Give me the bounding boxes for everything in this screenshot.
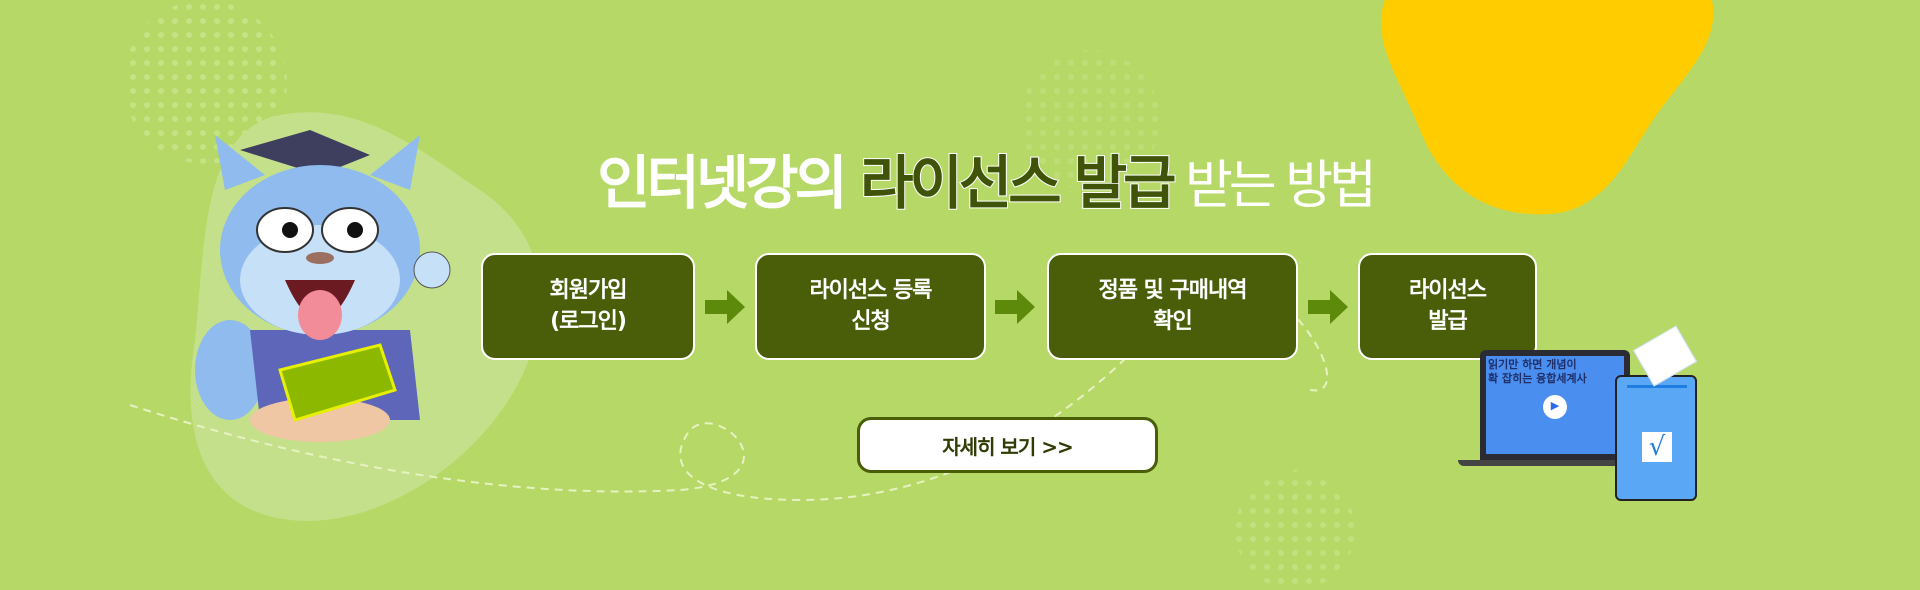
- video-title-line1: 읽기만 하면 개념이: [1488, 358, 1577, 371]
- step-license-request: 라이선스 등록 신청: [755, 253, 986, 360]
- yellow-blob: [1380, 0, 1714, 215]
- video-title-line2: 확 잡히는 융합세계사: [1488, 372, 1587, 386]
- step-license-issue: 라이선스 발급: [1358, 253, 1537, 360]
- laptop-screen: 읽기만 하면 개념이 확 잡히는 융합세계사 ▶: [1480, 350, 1630, 460]
- ballot-box-illustration: √: [1615, 375, 1697, 501]
- check-icon: √: [1642, 432, 1672, 462]
- laptop-illustration: 읽기만 하면 개념이 확 잡히는 융합세계사 ▶: [1458, 350, 1642, 468]
- play-icon[interactable]: ▶: [1543, 394, 1567, 419]
- dotted-circle: [1020, 50, 1160, 190]
- page-title: 인터넷강의 라이선스 발급 받는 방법: [0, 136, 1920, 220]
- arrow-right-icon: [1308, 290, 1348, 324]
- dotted-circle: [1235, 470, 1355, 590]
- title-suffix: 받는 방법: [1172, 156, 1377, 216]
- see-more-button[interactable]: 자세히 보기 >>: [857, 417, 1158, 473]
- arrow-right-icon: [995, 290, 1035, 324]
- title-text: 인터넷강의: [597, 149, 861, 217]
- arrow-right-icon: [705, 290, 745, 324]
- title-highlight: 라이선스 발급: [859, 148, 1177, 218]
- cat-mascot-illustration: [195, 130, 451, 442]
- dotted-circle: [123, 0, 287, 164]
- step-purchase-verify: 정품 및 구매내역 확인: [1047, 253, 1298, 360]
- step-signup-login: 회원가입 (로그인): [481, 253, 695, 360]
